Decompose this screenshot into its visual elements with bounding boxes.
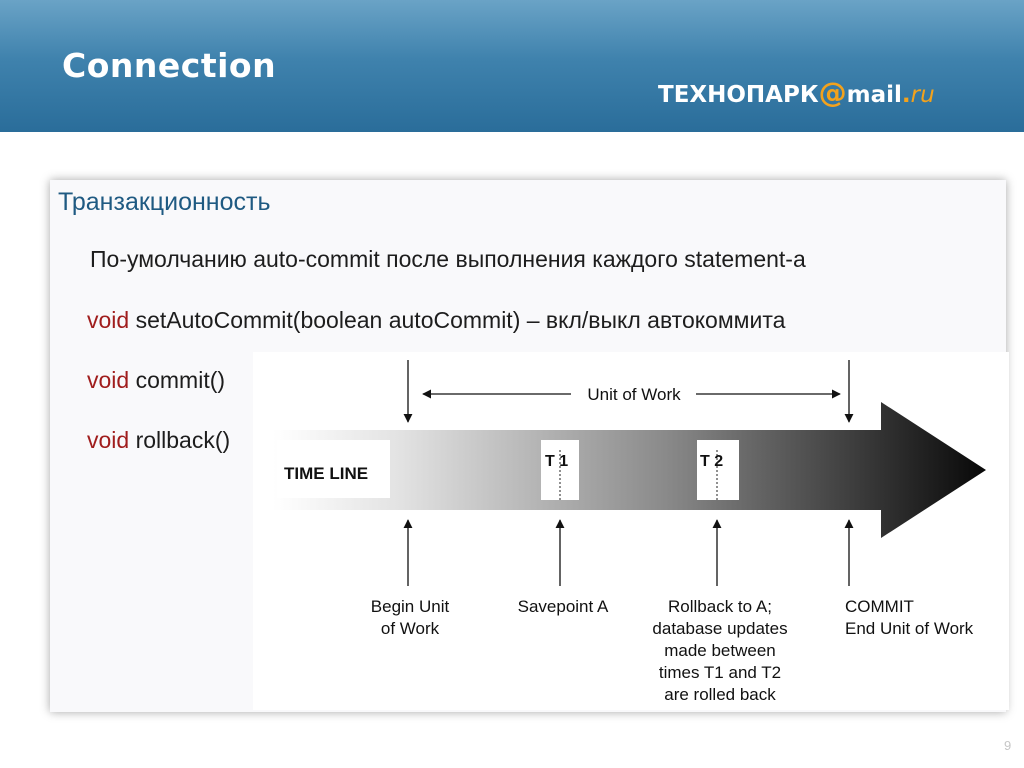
text-line-autocommit: По-умолчанию auto-commit после выполнени… bbox=[90, 246, 806, 272]
rollback-caption-line-4: times T1 and T2 bbox=[659, 663, 781, 682]
rollback-caption-line-5: are rolled back bbox=[664, 685, 776, 704]
brand-logo: ТЕХНОПАРК@mail.ru bbox=[658, 76, 935, 110]
timeline-arrow bbox=[273, 402, 986, 538]
brand-dot: . bbox=[901, 82, 911, 108]
text-line-commit: void commit() bbox=[87, 367, 225, 394]
slide-title: Connection bbox=[62, 46, 277, 85]
unit-of-work-diagram: TIME LINE T 1 T 2 Unit of Work Begin Uni… bbox=[253, 352, 1009, 710]
keyword-void: void bbox=[87, 427, 130, 453]
page-number: 9 bbox=[1004, 738, 1012, 753]
time-line-label-box bbox=[277, 440, 390, 498]
begin-caption-line-1: Begin Unit bbox=[371, 597, 450, 616]
commit-caption-line-2: End Unit of Work bbox=[845, 619, 974, 638]
time-line-label: TIME LINE bbox=[284, 464, 368, 483]
keyword-void: void bbox=[87, 307, 130, 333]
brand-mail: mail bbox=[846, 82, 902, 108]
timeline-diagram-svg: TIME LINE T 1 T 2 Unit of Work Begin Uni… bbox=[273, 360, 986, 704]
method-setautocommit: setAutoCommit(boolean autoCommit) – вкл/… bbox=[129, 307, 786, 333]
begin-caption-line-2: of Work bbox=[381, 619, 440, 638]
brand-prefix: ТЕХНОПАРК bbox=[658, 82, 819, 108]
brand-at: @ bbox=[818, 76, 847, 109]
section-title: Транзакционность bbox=[58, 188, 271, 216]
text-line-setautocommit: void setAutoCommit(boolean autoCommit) –… bbox=[87, 307, 785, 334]
t2-label: T 2 bbox=[700, 453, 723, 470]
keyword-void: void bbox=[87, 367, 130, 393]
savepoint-caption: Savepoint A bbox=[518, 597, 609, 616]
method-rollback: rollback() bbox=[129, 427, 231, 453]
unit-of-work-label: Unit of Work bbox=[587, 385, 681, 404]
slide-header: Connection ТЕХНОПАРК@mail.ru bbox=[0, 0, 1024, 132]
t2-marker-box bbox=[697, 440, 739, 500]
rollback-caption-line-2: database updates bbox=[652, 619, 787, 638]
rollback-caption-line-3: made between bbox=[664, 641, 776, 660]
commit-caption-line-1: COMMIT bbox=[845, 597, 914, 616]
text-line-rollback: void rollback() bbox=[87, 427, 230, 454]
rollback-caption-line-1: Rollback to A; bbox=[668, 597, 772, 616]
method-commit: commit() bbox=[129, 367, 226, 393]
t1-label: T 1 bbox=[545, 453, 568, 470]
brand-ru: ru bbox=[910, 82, 935, 108]
